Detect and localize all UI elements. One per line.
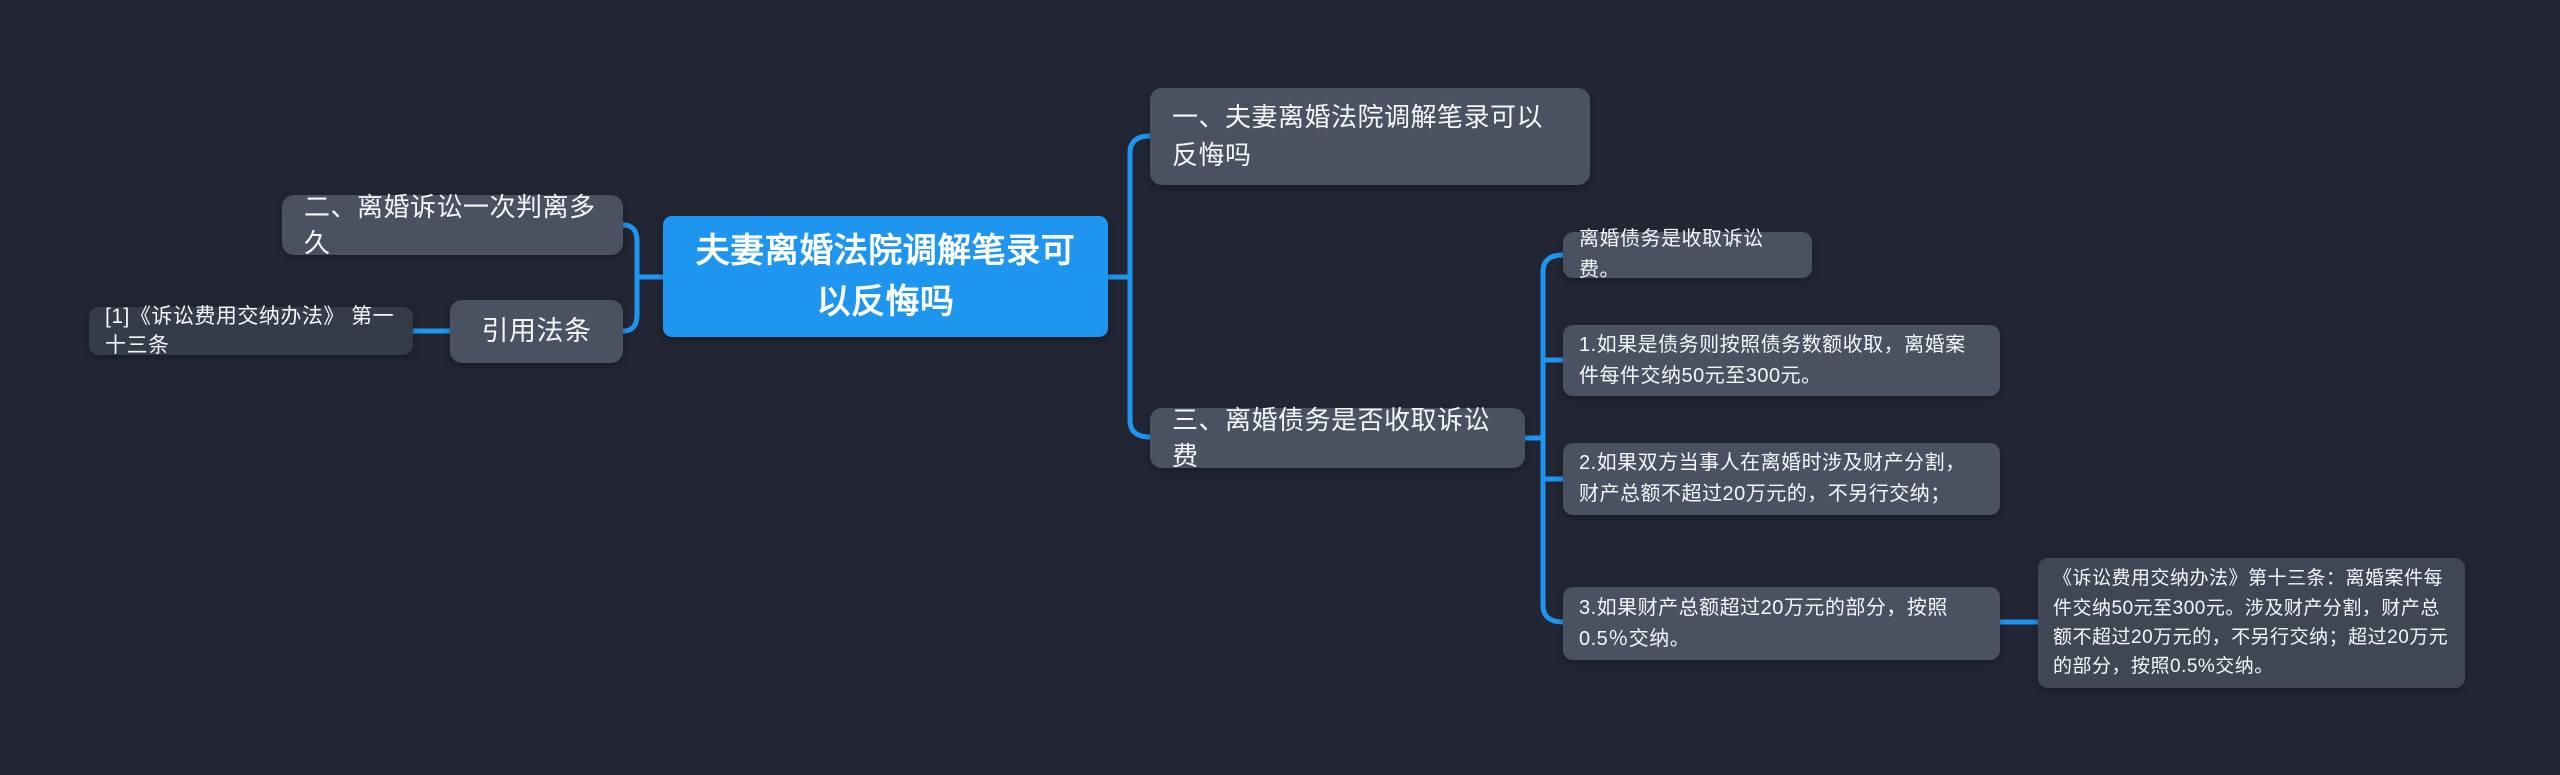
detail-node-fee-answer[interactable]: 离婚债务是收取诉讼费。 (1563, 228, 1812, 281)
branch-node-topic1[interactable]: 一、夫妻离婚法院调解笔录可以反悔吗 (1150, 88, 1590, 185)
root-node[interactable]: 夫妻离婚法院调解笔录可以反悔吗 (663, 216, 1108, 337)
connector-left-trunk (620, 222, 640, 334)
branch-node-topic3[interactable]: 三、离婚债务是否收取诉讼费 (1150, 405, 1525, 471)
detail-node-point1[interactable]: 1.如果是债务则按照债务数额收取，离婚案件每件交纳50元至300元。 (1563, 325, 2000, 396)
branch-node-topic2[interactable]: 二、离婚诉讼一次判离多久 (282, 192, 623, 258)
branch-node-cite-ref[interactable]: 引用法条 (450, 300, 623, 363)
detail-node-point3[interactable]: 3.如果财产总额超过20万元的部分，按照0.5％交纳。 (1563, 587, 2000, 660)
law-citation-node[interactable]: 《诉讼费用交纳办法》第十三条：离婚案件每件交纳50元至300元。涉及财产分割，财… (2038, 558, 2465, 688)
detail-node-point2[interactable]: 2.如果双方当事人在离婚时涉及财产分割，财产总额不超过20万元的，不另行交纳； (1563, 443, 2000, 515)
connector-right-trunk (1127, 133, 1153, 440)
connector-sub-trunk (1540, 252, 1566, 625)
cited-statute-node[interactable]: [1]《诉讼费用交纳办法》 第一十三条 (89, 305, 413, 357)
